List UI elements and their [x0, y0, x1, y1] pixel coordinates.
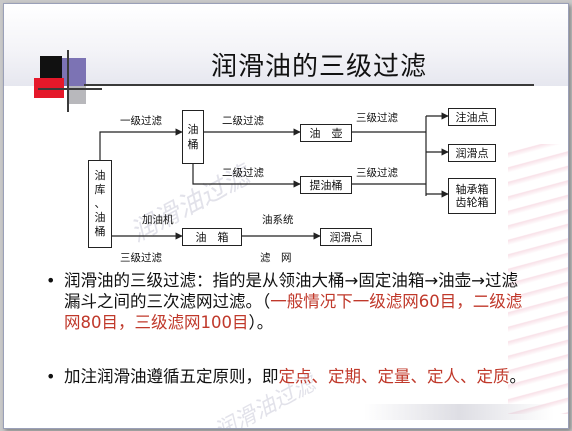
node-oil-tank: 油 箱 — [182, 228, 242, 246]
bullet-text: 加注润滑油遵循五定原则，即 — [64, 367, 279, 386]
node-oil-pot: 油 壶 — [300, 124, 352, 142]
label-first-filter: 一级过滤 — [120, 115, 162, 127]
bullet-text-end: ）。 — [248, 313, 274, 332]
decorative-streaks — [508, 144, 568, 414]
label-filter-screen: 滤 网 — [260, 252, 292, 264]
bottom-decoration — [364, 404, 554, 420]
node-oil-depot-char: 桶 — [94, 225, 106, 238]
node-oil-barrel-char: 桶 — [187, 138, 199, 151]
bullet-text-end: 。 — [509, 367, 527, 386]
node-lube-point-bottom: 润滑点 — [320, 228, 372, 246]
label-oil-system: 油系统 — [262, 214, 294, 226]
node-injection-point: 注油点 — [448, 108, 496, 126]
bullet-highlight-five-fixed: 定点、定期、定量、定人、定质 — [278, 367, 510, 386]
logo-square-purple — [62, 58, 86, 86]
bullet-highlight-mesh-sizes: 一般情况下一级滤网60目，二级滤网80目，三级滤网100目 — [64, 292, 523, 332]
bullet-three-level-filtration: • 润滑油的三级过滤：指的是从领油大桶→固定油箱→油壶→过滤漏斗之间的三次滤网过… — [46, 270, 534, 333]
label-second-filter-mid: 二级过滤 — [222, 167, 264, 179]
slide: 润滑油的三级过滤 润滑油过滤 润滑油过滤 — [3, 3, 569, 429]
flow-connectors — [99, 112, 449, 246]
arrow-barrel-to-lift — [192, 164, 301, 188]
label-refuel-machine: 加油机 — [142, 214, 174, 226]
logo-vertical-line — [67, 50, 69, 112]
label-third-filter-mid: 三级过滤 — [356, 167, 398, 179]
bullet-text: 润滑油的三级过滤：指的是从领油大桶→固定油箱→油壶→过滤漏斗之间的三次滤网过滤。… — [64, 271, 518, 311]
title-underline — [84, 84, 534, 86]
node-lift-barrel: 提油桶 — [300, 176, 352, 194]
arrow-depot-to-tank — [99, 232, 183, 246]
arrow-depot-to-barrel — [99, 128, 183, 162]
page-title: 润滑油的三级过滤 — [210, 52, 427, 82]
logo-square-gray — [68, 86, 86, 104]
label-second-filter-top: 二级过滤 — [222, 115, 264, 127]
title-band — [4, 4, 568, 86]
logo-square-black — [40, 56, 62, 78]
node-bearing-box-line: 轴承箱 — [455, 183, 489, 196]
node-oil-barrel: 油 桶 — [182, 110, 204, 164]
node-oil-depot-char: 油 — [94, 211, 106, 224]
filtration-flow-diagram: 油 库 、 油 桶 油 桶 油 壶 提油桶 油 箱 润滑点 注油点 润滑点 轴承… — [4, 4, 568, 428]
node-bearing-gear-box: 轴承箱 齿轮箱 — [448, 178, 496, 214]
node-oil-depot-char: 、 — [94, 197, 106, 210]
label-third-filter-bottom: 三级过滤 — [120, 252, 162, 264]
logo-horizontal-line — [38, 88, 102, 90]
bullet-dot: • — [46, 271, 56, 290]
label-third-filter-top: 三级过滤 — [356, 112, 398, 124]
node-gear-box-line: 齿轮箱 — [455, 196, 489, 209]
node-oil-depot-char: 油 — [94, 169, 106, 182]
node-oil-barrel-char: 油 — [187, 123, 199, 136]
bullet-dot: • — [46, 367, 56, 386]
node-oil-depot: 油 库 、 油 桶 — [88, 160, 112, 248]
bullet-five-fixed-principles: • 加注润滑油遵循五定原则，即定点、定期、定量、定人、定质。 — [46, 366, 534, 387]
node-oil-depot-char: 库 — [94, 183, 106, 196]
node-lube-point-right: 润滑点 — [448, 144, 496, 162]
